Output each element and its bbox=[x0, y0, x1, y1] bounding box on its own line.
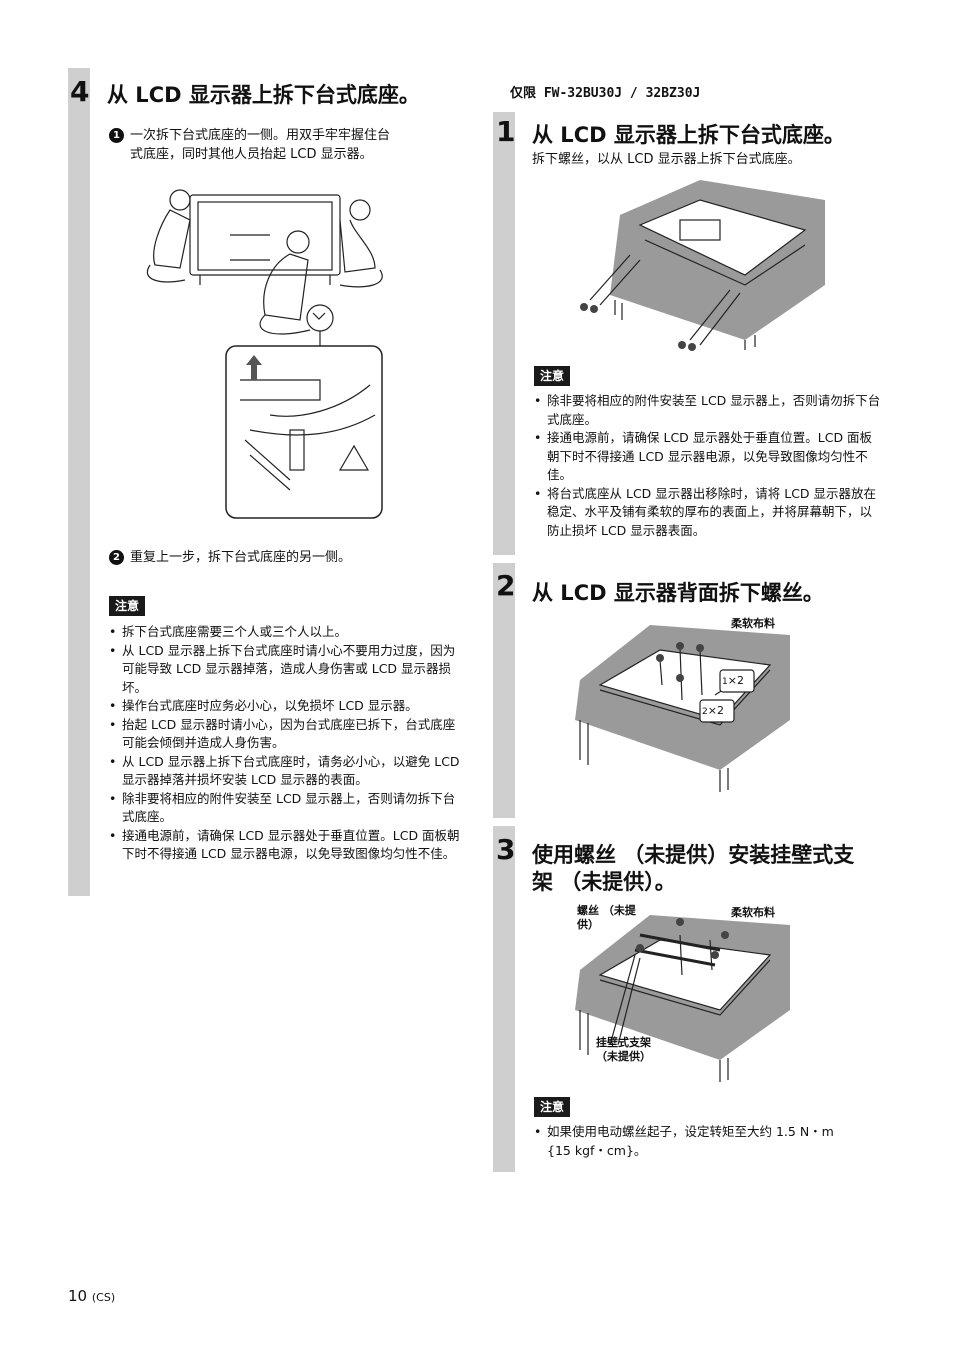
note-item: 将台式底座从 LCD 显示器出移除时，请将 LCD 显示器放在稳定、水平及铺有柔… bbox=[534, 485, 884, 541]
left-sub1-line1: 一次拆下台式底座的一侧。用双手牢牢握住台 bbox=[130, 128, 391, 143]
step2-callout-2: 2×2 bbox=[702, 704, 724, 719]
note-item: 从 LCD 显示器上拆下台式底座时请小心不要用力过度，因为可能导致 LCD 显示… bbox=[109, 642, 464, 698]
step2-callout-1-count: ×2 bbox=[727, 674, 744, 687]
note-item: 抬起 LCD 显示器时请小心，因为台式底座已拆下，台式底座可能会倾倒并造成人身伤… bbox=[109, 716, 464, 753]
right-step3-notes-list: 如果使用电动螺丝起子，设定转矩至大约 1.5 N・m {15 kgf・cm}。 bbox=[534, 1123, 834, 1160]
note-item: 除非要将相应的附件安装至 LCD 显示器上，否则请勿拆下台式底座。 bbox=[534, 392, 884, 429]
page-lang: (CS) bbox=[91, 1291, 116, 1304]
step3-illustration bbox=[575, 915, 790, 1082]
lift-tv-illustration bbox=[146, 189, 383, 519]
step2-callout-1: 1×2 bbox=[722, 674, 744, 689]
right-step2-heading: 从 LCD 显示器背面拆下螺丝。 bbox=[532, 581, 824, 605]
right-step1-number: 1 bbox=[496, 115, 516, 148]
note-item: 除非要将相应的附件安装至 LCD 显示器上，否则请勿拆下台式底座。 bbox=[109, 790, 464, 827]
circled-number-2: 2 bbox=[109, 550, 124, 565]
left-note-label: 注意 bbox=[109, 596, 146, 616]
note-item: 从 LCD 显示器上拆下台式底座时，请务必小心，以避免 LCD 显示器掉落并损坏… bbox=[109, 753, 464, 790]
step2-callout-2-count: ×2 bbox=[707, 704, 724, 717]
left-sub2: 2 重复上一步，拆下台式底座的另一侧。 bbox=[109, 548, 459, 567]
step3-screw-label: 螺丝 （未提 供） bbox=[577, 904, 636, 932]
note-item: 拆下台式底座需要三个人或三个人以上。 bbox=[109, 623, 464, 642]
step3-bracket-label: 挂壁式支架 （未提供） bbox=[596, 1036, 651, 1064]
step2-callout-1-num: 1 bbox=[722, 677, 728, 687]
step2-illustration bbox=[575, 625, 790, 792]
note-item: 操作台式底座时应务必小心，以免损坏 LCD 显示器。 bbox=[109, 697, 464, 716]
right-step1-notes-list: 除非要将相应的附件安装至 LCD 显示器上，否则请勿拆下台式底座。接通电源前，请… bbox=[534, 392, 884, 540]
right-step3-number: 3 bbox=[496, 833, 516, 866]
right-step1-bar bbox=[493, 112, 515, 555]
right-step1-note-label: 注意 bbox=[534, 366, 571, 386]
model-header: 仅限 FW-32BU30J / 32BZ30J bbox=[510, 86, 701, 101]
page-number: 10 bbox=[68, 1287, 88, 1305]
step3-bracket-label-line2: （未提供） bbox=[596, 1050, 651, 1063]
step2-cloth-label: 柔软布料 bbox=[731, 617, 775, 630]
step3-screw-label-line1: 螺丝 （未提 bbox=[577, 904, 636, 917]
right-step3-heading-line1: 使用螺丝 （未提供）安装挂壁式支 bbox=[532, 843, 855, 867]
right-step3-heading-line2: 架 （未提供）。 bbox=[532, 870, 676, 894]
page-footer: 10 (CS) bbox=[68, 1287, 115, 1305]
left-notes-list: 拆下台式底座需要三个人或三个人以上。从 LCD 显示器上拆下台式底座时请小心不要… bbox=[109, 623, 464, 864]
note-item: 接通电源前，请确保 LCD 显示器处于垂直位置。LCD 面板朝下时不得接通 LC… bbox=[109, 827, 464, 864]
step2-callout-2-num: 2 bbox=[702, 707, 708, 717]
step3-cloth-label: 柔软布料 bbox=[731, 906, 775, 919]
step3-screw-label-line2: 供） bbox=[577, 918, 599, 931]
note-item: 如果使用电动螺丝起子，设定转矩至大约 1.5 N・m {15 kgf・cm}。 bbox=[534, 1123, 834, 1160]
right-step2-bar bbox=[493, 563, 515, 818]
left-step-bar bbox=[68, 68, 90, 896]
right-step3-bar bbox=[493, 826, 515, 1172]
left-step-heading: 从 LCD 显示器上拆下台式底座。 bbox=[107, 83, 420, 107]
right-step3-note-label: 注意 bbox=[534, 1097, 571, 1117]
left-sub1-line2: 式底座，同时其他人员抬起 LCD 显示器。 bbox=[130, 147, 373, 162]
right-step2-number: 2 bbox=[496, 569, 516, 602]
step3-bracket-label-line1: 挂壁式支架 bbox=[596, 1036, 651, 1049]
right-step1-text: 拆下螺丝，以从 LCD 显示器上拆下台式底座。 bbox=[532, 152, 801, 167]
left-step-number: 4 bbox=[70, 75, 90, 108]
left-sub1: 1 一次拆下台式底座的一侧。用双手牢牢握住台 式底座，同时其他人员抬起 LCD 显… bbox=[109, 126, 459, 164]
left-sub2-text: 重复上一步，拆下台式底座的另一侧。 bbox=[130, 550, 352, 565]
note-item: 接通电源前，请确保 LCD 显示器处于垂直位置。LCD 面板朝下时不得接通 LC… bbox=[534, 429, 884, 485]
right-step1-heading: 从 LCD 显示器上拆下台式底座。 bbox=[532, 123, 845, 147]
circled-number-1: 1 bbox=[109, 128, 124, 143]
step1-illustration bbox=[580, 180, 825, 351]
